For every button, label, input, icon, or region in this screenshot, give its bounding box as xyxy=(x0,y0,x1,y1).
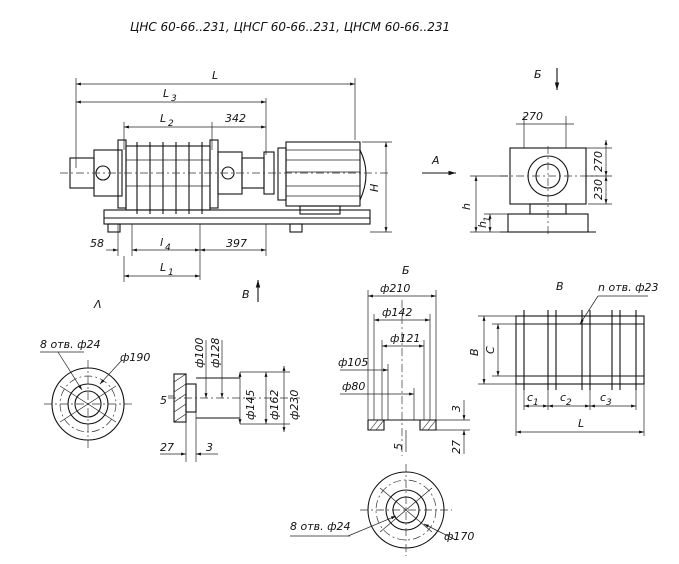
view-B-section: Б ф210 ф142 ф121 ф105 ф80 3 27 xyxy=(290,264,474,556)
dim-342: 342 xyxy=(225,112,246,125)
dim-397: 397 xyxy=(226,237,247,250)
dim-L1: L xyxy=(160,261,166,274)
dim-58: 58 xyxy=(90,237,104,250)
dim-d121: ф121 xyxy=(390,332,420,345)
view-A-flange: Λ 8 отв. ф24 ф190 xyxy=(40,298,150,448)
dim-d190: ф190 xyxy=(120,351,150,364)
dim-L3: L xyxy=(163,87,169,100)
dim-L: L xyxy=(212,69,218,82)
dim-L-frame: L xyxy=(578,417,584,430)
dim-L2-sub: 2 xyxy=(168,119,174,129)
dim-c1-sub: 1 xyxy=(533,398,539,408)
holes-label-A: 8 отв. ф24 xyxy=(40,338,101,351)
dim-L1-sub: 1 xyxy=(168,268,174,278)
dim-c1: c xyxy=(527,391,533,404)
dim-d210: ф210 xyxy=(380,282,410,295)
view-label-A: Λ xyxy=(93,298,102,311)
dim-d100: ф100 xyxy=(193,338,206,368)
dim-h1: h xyxy=(476,221,489,228)
dim-d80: ф80 xyxy=(342,380,365,393)
dim-27-A: 27 xyxy=(160,441,174,454)
dim-230: 230 xyxy=(592,179,605,200)
view-label-V: B xyxy=(556,280,564,293)
dim-d230-section: ф230 xyxy=(288,390,301,420)
dim-C: C xyxy=(484,346,497,354)
holes-label-V: n отв. ф23 xyxy=(598,281,658,294)
dim-d162: ф162 xyxy=(268,390,281,420)
dim-L2: L xyxy=(160,112,166,125)
flange-section-A: ф100 ф128 ф145 ф162 ф230 5 27 3 xyxy=(160,338,301,462)
view-V-frame: B n отв. ф23 B C c 1 c xyxy=(468,280,658,436)
view-label-B: Б xyxy=(402,264,410,277)
drawing-title: ЦНС 60-66..231, ЦНСГ 60-66..231, ЦНСМ 60… xyxy=(130,20,450,34)
dim-H: H xyxy=(368,184,381,192)
dim-5-B: 5 xyxy=(392,443,405,450)
holes-label-B: 8 отв. ф24 xyxy=(290,520,351,533)
dim-270-top: 270 xyxy=(522,110,543,123)
dim-L4: l xyxy=(160,236,163,249)
dim-3-A: 3 xyxy=(206,441,213,454)
dim-d128: ф128 xyxy=(209,338,222,368)
dim-c2: c xyxy=(560,391,566,404)
dim-5-A: 5 xyxy=(160,394,167,407)
dim-c3-sub: 3 xyxy=(606,398,612,408)
dim-h: h xyxy=(460,203,473,210)
dim-d170: ф170 xyxy=(444,530,474,543)
dim-d142: ф142 xyxy=(382,306,412,319)
view-label-B-top: Б xyxy=(534,68,542,81)
arrow-label-V: B xyxy=(242,288,250,301)
dim-B: B xyxy=(468,348,481,356)
dim-d105: ф105 xyxy=(338,356,368,369)
dim-3-B: 3 xyxy=(450,405,463,412)
dim-h1-sub: 1 xyxy=(483,216,493,222)
dim-27-B: 27 xyxy=(450,440,463,454)
arrow-label-A: A xyxy=(431,154,440,167)
dim-L3-sub: 3 xyxy=(171,94,177,104)
dim-d145: ф145 xyxy=(244,390,257,420)
dim-L4-sub: 4 xyxy=(165,243,171,253)
main-view: L L 3 L 2 342 xyxy=(60,69,456,302)
dim-270-side: 270 xyxy=(592,151,605,172)
dim-c3: c xyxy=(600,391,606,404)
side-view: Б 270 270 230 h h 1 xyxy=(460,68,612,236)
dim-c2-sub: 2 xyxy=(566,398,572,408)
